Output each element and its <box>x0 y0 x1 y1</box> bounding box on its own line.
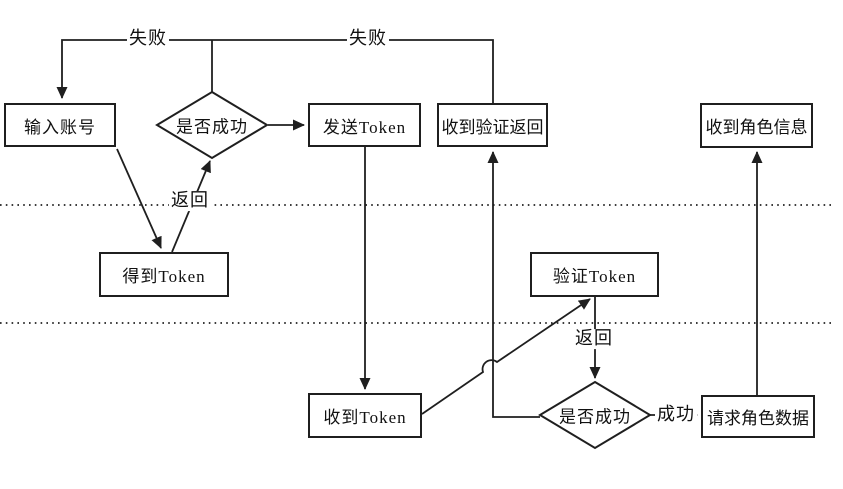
node-recv-token-label: 收到Token <box>323 408 407 427</box>
edge-recvtoken-to-verifytoken <box>421 298 591 415</box>
edge-label-success: 成功 <box>655 404 697 425</box>
node-recv-token: 收到Token <box>308 393 422 438</box>
node-verify-token: 验证Token <box>530 252 659 297</box>
edge-label-fail-left: 失败 <box>127 28 169 49</box>
node-recv-verify-return: 收到验证返回 <box>437 103 548 147</box>
node-request-role-data: 请求角色数据 <box>701 395 815 438</box>
edge-label-fail-right: 失败 <box>347 28 389 49</box>
edge-label-return-top: 返回 <box>169 190 211 211</box>
node-get-token: 得到Token <box>99 252 229 297</box>
node-get-token-label: 得到Token <box>122 267 206 286</box>
edge-fail-top <box>56 39 494 103</box>
node-send-token: 发送Token <box>308 103 421 147</box>
node-request-role-data-label: 请求角色数据 <box>707 409 809 428</box>
node-verify-token-label: 验证Token <box>552 267 637 286</box>
node-send-token-label: 发送Token <box>322 117 407 137</box>
node-recv-verify-return-label: 收到验证返回 <box>441 117 544 137</box>
node-input-account-label: 输入账号 <box>24 117 96 137</box>
edge-label-return-bottom: 返回 <box>573 328 615 349</box>
decision-login-diamond <box>155 90 269 160</box>
decision-login-label: 是否成功 <box>176 117 248 137</box>
edge-input-to-gettoken <box>116 148 162 249</box>
decision-verify-label: 是否成功 <box>559 407 631 427</box>
decision-verify-diamond <box>538 380 652 450</box>
node-recv-role-info: 收到角色信息 <box>700 103 813 148</box>
node-input-account: 输入账号 <box>4 103 116 147</box>
node-recv-role-info-label: 收到角色信息 <box>705 118 808 137</box>
edge-verifyresult-to-client <box>487 151 540 418</box>
